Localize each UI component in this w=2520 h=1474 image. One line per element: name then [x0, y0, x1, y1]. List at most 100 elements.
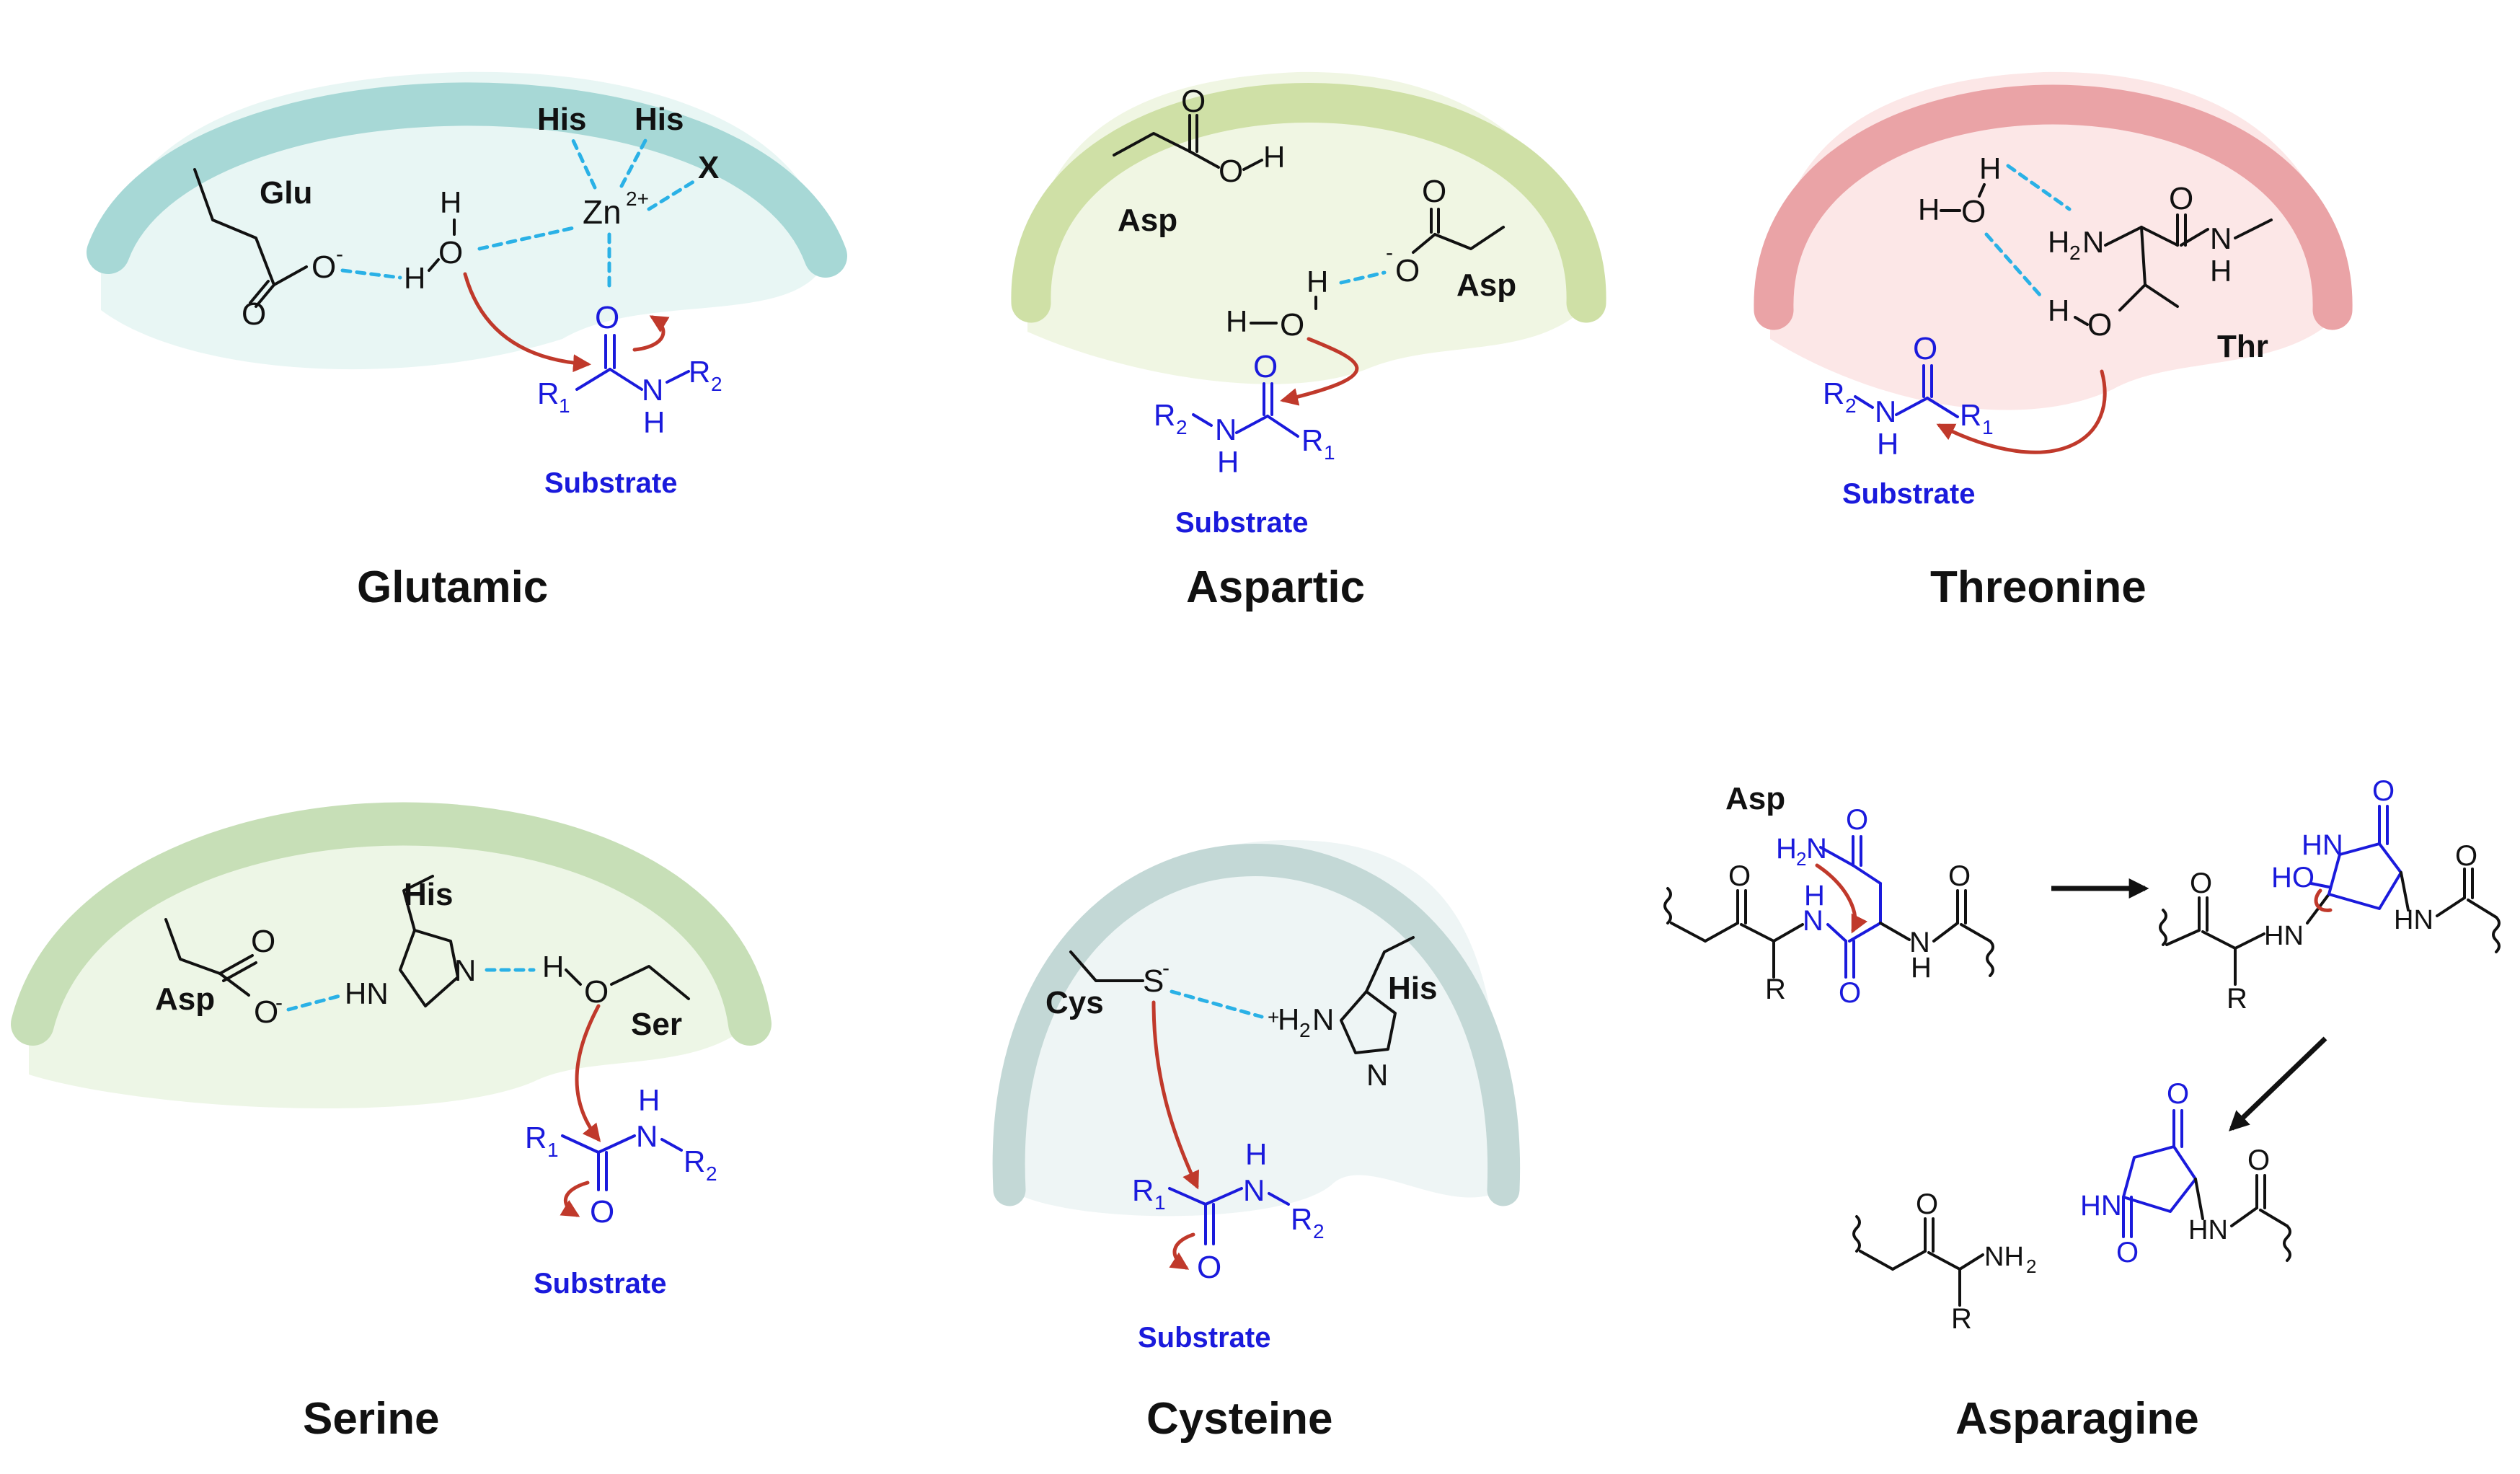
svg-text:O: O: [1395, 253, 1420, 288]
svg-text:O: O: [1181, 84, 1206, 119]
svg-text:O: O: [1422, 174, 1446, 209]
svg-text:O: O: [1916, 1188, 1938, 1220]
zn-ion: Zn: [583, 193, 622, 231]
svg-text:R: R: [689, 355, 710, 389]
svg-text:O: O: [1197, 1250, 1221, 1285]
svg-text:N: N: [1803, 905, 1823, 937]
svg-text:H: H: [542, 950, 564, 984]
panel-threonine: H H O H 2 N O N H O H Thr O N: [1754, 71, 2353, 612]
svg-text:2: 2: [2069, 242, 2081, 264]
svg-text:R: R: [525, 1121, 547, 1155]
svg-text:NH: NH: [1984, 1242, 2024, 1272]
svg-text:2: 2: [1796, 848, 1806, 870]
hbond-asp-his: [286, 993, 345, 1012]
svg-text:H: H: [2048, 294, 2069, 327]
glu-side-chain: [193, 168, 275, 286]
svg-text:H: H: [1776, 833, 1797, 865]
substrate-label-aspartic: Substrate: [1175, 507, 1309, 539]
label-his-1: His: [537, 102, 586, 137]
svg-text:-: -: [336, 242, 343, 266]
svg-text:O: O: [590, 1194, 614, 1230]
hbond-zn-his2: [619, 138, 647, 188]
hbond-thr-1: [2006, 164, 2072, 211]
label-asp-1: Asp: [1118, 203, 1177, 238]
svg-text:O: O: [251, 924, 275, 959]
svg-text:N: N: [1312, 1002, 1334, 1036]
svg-text:R: R: [1960, 398, 1981, 432]
svg-text:2: 2: [2026, 1255, 2036, 1277]
attack-arrow-threonine: [1936, 369, 2107, 454]
svg-text:O: O: [2167, 1078, 2189, 1110]
svg-text:O: O: [1961, 194, 1986, 229]
label-asp-2: Asp: [1456, 268, 1516, 303]
glu-o-minus: O: [311, 250, 336, 285]
title-glutamic: Glutamic: [357, 562, 548, 612]
svg-text:2: 2: [1176, 416, 1188, 438]
svg-text:1: 1: [1154, 1191, 1166, 1214]
svg-text:N: N: [1909, 927, 1930, 958]
svg-text:R: R: [2227, 983, 2247, 1015]
svg-text:O: O: [584, 974, 609, 1010]
substrate-label-threonine: Substrate: [1842, 478, 1976, 510]
svg-text:H: H: [2048, 225, 2069, 259]
svg-text:N: N: [636, 1119, 658, 1153]
substrate-glutamic: O R 1 N H R 2: [537, 300, 722, 439]
hbond-aspartic: [1339, 270, 1387, 285]
svg-text:2: 2: [1299, 1019, 1311, 1041]
svg-text:HN: HN: [2080, 1190, 2122, 1222]
svg-text:HN: HN: [2188, 1215, 2228, 1245]
panel-aspartic: O O H Asp O O - Asp H H O O N H R: [1011, 71, 1606, 612]
svg-text:HN: HN: [2394, 905, 2433, 935]
svg-text:1: 1: [1982, 416, 1994, 438]
svg-text:H: H: [643, 405, 665, 439]
svg-text:N: N: [642, 373, 663, 407]
label-ser: Ser: [631, 1007, 682, 1042]
panel-serine: O O - Asp HN N His H O Ser R 1 O N H: [11, 802, 772, 1444]
svg-text:H: H: [1245, 1137, 1267, 1171]
svg-text:-: -: [275, 991, 283, 1015]
svg-text:O: O: [2247, 1144, 2270, 1176]
svg-text:H: H: [1979, 151, 2001, 185]
svg-text:H: H: [638, 1083, 660, 1117]
svg-text:H: H: [1877, 427, 1898, 461]
svg-text:S: S: [1143, 963, 1164, 999]
asparagine-reactant: O R N H O O H 2 N N H: [1663, 804, 1994, 1009]
svg-text:O: O: [1280, 307, 1304, 343]
svg-text:H: H: [1263, 140, 1285, 174]
svg-text:+: +: [1268, 1006, 1279, 1028]
svg-text:HN: HN: [2264, 921, 2304, 951]
reaction-arrow-2: [2228, 1036, 2327, 1131]
svg-text:R: R: [1132, 1173, 1154, 1207]
title-asparagine: Asparagine: [1955, 1394, 2199, 1444]
svg-text:R: R: [684, 1144, 705, 1178]
substrate-serine: R 1 O N H R 2: [525, 1083, 717, 1230]
glu-co-bond: [255, 283, 275, 308]
substrate-label-glutamic: Substrate: [544, 467, 678, 499]
svg-text:O: O: [254, 994, 278, 1030]
substrate-threonine: O N H R 2 R 1: [1823, 331, 1994, 461]
arc-serine: [11, 802, 772, 1046]
label-x: X: [698, 150, 719, 185]
svg-text:N: N: [1806, 833, 1827, 865]
svg-text:O: O: [2455, 840, 2477, 872]
svg-text:2: 2: [1313, 1220, 1325, 1243]
svg-text:H: H: [2210, 254, 2232, 288]
svg-text:HO: HO: [2271, 862, 2315, 893]
svg-text:O: O: [1728, 860, 1751, 892]
svg-text:R: R: [537, 376, 559, 410]
label-asp-serine: Asp: [155, 981, 215, 1017]
svg-text:2: 2: [706, 1162, 717, 1185]
substrate-label-cysteine: Substrate: [1138, 1322, 1271, 1354]
arc-glutamic: [87, 82, 847, 278]
svg-text:O: O: [1846, 804, 1868, 836]
water-h-top: H: [440, 185, 461, 219]
svg-text:O: O: [1913, 331, 1937, 366]
svg-text:-: -: [1162, 956, 1170, 980]
attack-arrow-aspartic: [1280, 337, 1359, 406]
hbond-water-zn: [477, 225, 579, 251]
svg-text:O: O: [1253, 349, 1278, 384]
label-asp-asparagine: Asp: [1725, 781, 1785, 816]
substrate-aspartic: O N H R 2 R 1: [1154, 349, 1335, 479]
svg-text:N: N: [1243, 1173, 1265, 1207]
